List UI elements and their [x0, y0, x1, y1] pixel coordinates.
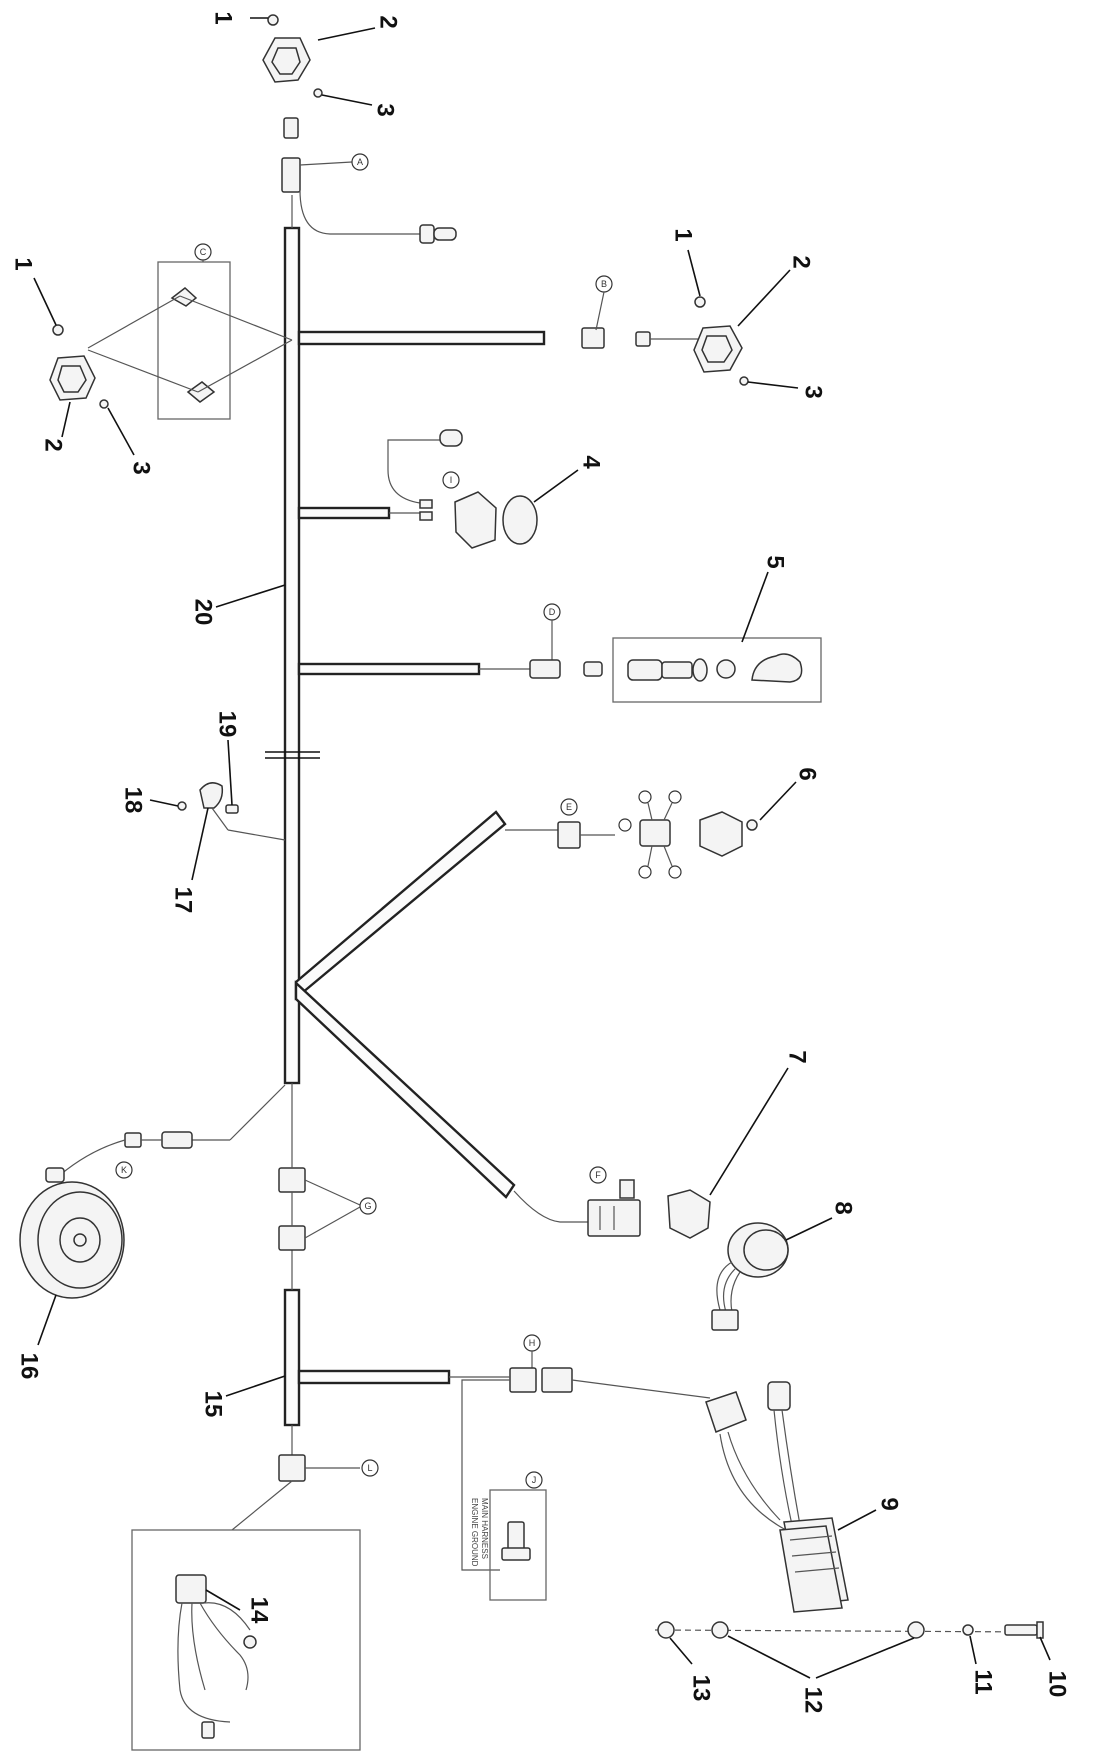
- part-14-assembly: [131, 1454, 379, 1751]
- callout-4: 4: [578, 455, 605, 469]
- letter-l: L: [367, 1463, 372, 1473]
- engine-ground-assembly: [449, 1334, 573, 1601]
- fastener-stack-10-13: [654, 1621, 1044, 1639]
- part-6-assembly: [505, 790, 758, 879]
- letter-f: F: [595, 1170, 601, 1180]
- callout-3-left: 3: [128, 461, 155, 474]
- letter-b: B: [601, 279, 607, 289]
- callout-20: 20: [190, 599, 217, 626]
- letter-e: E: [566, 802, 572, 812]
- callout-13: 13: [688, 1675, 715, 1702]
- harness-15: [283, 1250, 451, 1455]
- letter-d: D: [549, 607, 556, 617]
- part-4-switch: [387, 429, 538, 549]
- letter-g: G: [364, 1201, 371, 1211]
- ground-note-line2: ENGINE GROUND: [470, 1498, 479, 1567]
- connector-letters: A B C D E F G H I J K L: [121, 157, 607, 1485]
- part-8-module: [711, 1222, 789, 1331]
- callout-5: 5: [762, 555, 789, 568]
- connector-g-pair: [278, 1083, 377, 1251]
- callout-17: 17: [170, 887, 197, 914]
- callout-18: 18: [120, 787, 147, 814]
- callout-2-top: 2: [375, 15, 402, 28]
- leader-lines: [33, 17, 1051, 1679]
- letter-a: A: [357, 157, 363, 167]
- left-switch-assembly: [49, 243, 293, 420]
- right-switch-assembly: [581, 275, 749, 386]
- ground-note-line1: MAIN HARNESS: [480, 1498, 489, 1559]
- callout-numbers: 1 2 3 1 2 3 1 2 3 4 5 6 7 8 9 10 11 12 1…: [10, 11, 1071, 1713]
- callout-1-left: 1: [10, 257, 37, 270]
- letter-h: H: [529, 1338, 536, 1348]
- callout-3-top: 3: [372, 103, 399, 116]
- callout-3-right: 3: [800, 385, 827, 398]
- part-9-module: [571, 1379, 849, 1613]
- ground-note: MAIN HARNESS ENGINE GROUND: [470, 1498, 489, 1567]
- letter-j: J: [532, 1475, 537, 1485]
- callout-12: 12: [800, 1687, 827, 1714]
- callout-19: 19: [214, 711, 241, 738]
- callout-2-right: 2: [788, 255, 815, 268]
- callout-15: 15: [200, 1391, 227, 1418]
- letter-k: K: [121, 1165, 127, 1175]
- callout-10: 10: [1044, 1671, 1071, 1698]
- callout-16: 16: [16, 1353, 43, 1380]
- part-5-assembly: [479, 603, 822, 703]
- letter-c: C: [200, 247, 207, 257]
- main-harness: [265, 195, 546, 1199]
- callout-1-top: 1: [210, 11, 237, 24]
- callout-8: 8: [830, 1201, 857, 1214]
- callout-1-right: 1: [670, 228, 697, 241]
- callout-11: 11: [970, 1669, 997, 1694]
- callout-6: 6: [794, 767, 821, 780]
- callout-2-left: 2: [40, 438, 67, 451]
- callout-14: 14: [246, 1597, 273, 1624]
- part-7-assembly: [513, 1166, 711, 1239]
- top-switch-assembly: [262, 14, 457, 244]
- callout-9: 9: [876, 1497, 903, 1510]
- callout-7: 7: [784, 1050, 811, 1063]
- letter-i: I: [450, 475, 453, 485]
- part-16-clutch: [19, 1084, 286, 1299]
